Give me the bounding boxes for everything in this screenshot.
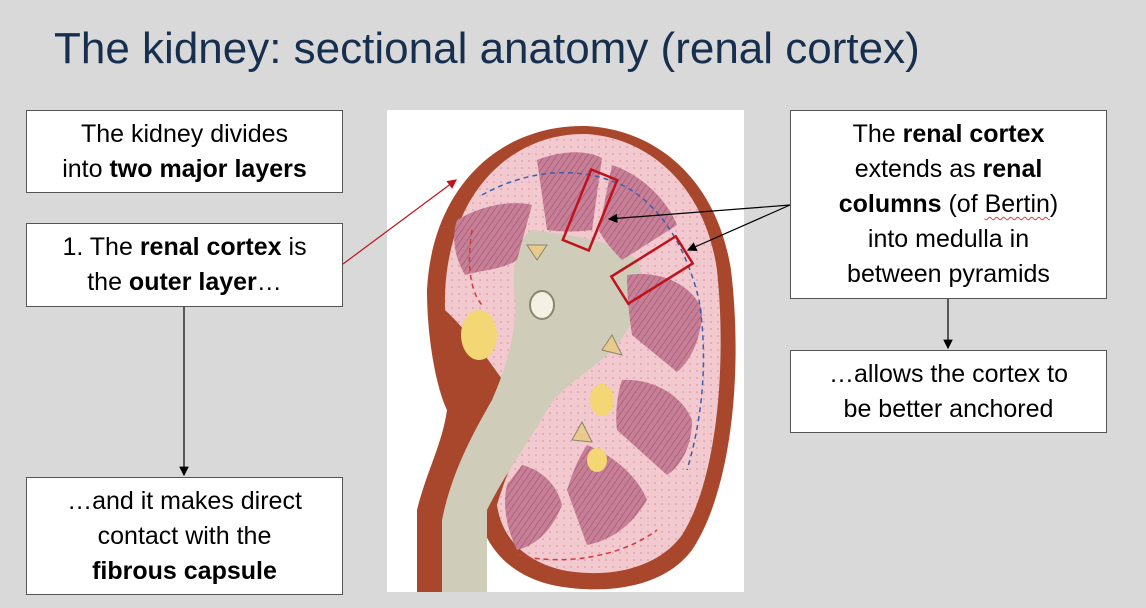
renal-term: renal [982, 155, 1043, 183]
columns-line-3: columns (of Bertin) [791, 187, 1106, 222]
two-layers-line-1: The kidney divides [27, 117, 342, 152]
two-layers-text: into [62, 154, 110, 183]
minor-calyx [601, 334, 623, 356]
renal-pyramid [537, 152, 602, 232]
kidney-illustration-panel [387, 110, 744, 592]
anchored-line-1: …allows the cortex to [829, 359, 1068, 388]
kidney-section-illustration [417, 125, 736, 592]
columns-line-2: extends as renal [791, 152, 1106, 187]
cortex-outer-text: the [87, 268, 129, 296]
renal-sinus-shape [442, 230, 642, 592]
columns-line-4: into medulla in [867, 225, 1030, 253]
renal-cortex-term: renal cortex [902, 120, 1045, 148]
renal-pyramid [505, 465, 562, 550]
two-layers-box: The kidney divides into two major layers [26, 110, 343, 193]
columns-text: ) [1049, 190, 1059, 218]
bertin-word: Bertin [984, 190, 1050, 218]
fibrous-capsule-term: fibrous capsule [92, 556, 277, 585]
columns-text: extends as [854, 155, 983, 183]
sinus-fat [461, 310, 497, 360]
two-layers-emphasis: two major layers [109, 154, 307, 183]
renal-columns-box: The renal cortex extends as renal column… [790, 110, 1107, 299]
columns-text: (of [941, 190, 985, 218]
renal-pyramid [616, 379, 692, 475]
sinus-fat [587, 448, 607, 472]
fibrous-capsule-box: …and it makes direct contact with the fi… [26, 477, 343, 595]
cortex-outer-text: is [281, 233, 307, 261]
renal-cortex-term: renal cortex [139, 233, 282, 261]
capsule-line-2: contact with the [97, 521, 272, 550]
renal-pyramid [567, 445, 647, 545]
cortex-outer-text: … [256, 268, 282, 296]
capsule-line-1: …and it makes direct [67, 486, 302, 515]
two-layers-line-2: into two major layers [27, 152, 342, 187]
cortex-outer-layer-box: 1. The renal cortex is the outer layer… [26, 223, 343, 307]
two-layers-text: The kidney divides [80, 119, 289, 148]
capsule-line-3: fibrous capsule [27, 554, 342, 589]
renal-pelvis-opening [529, 290, 555, 320]
outer-layer-term: outer layer [128, 268, 257, 296]
cortex-outer-line-2: the outer layer… [27, 265, 342, 300]
minor-calyx [571, 420, 593, 443]
better-anchored-box: …allows the cortex to be better anchored [790, 350, 1107, 433]
columns-text: The [852, 120, 903, 148]
renal-pyramid [454, 203, 532, 275]
columns-term: columns [838, 190, 942, 218]
anchored-line-2: be better anchored [843, 394, 1054, 423]
slide-title: The kidney: sectional anatomy (renal cor… [54, 24, 920, 73]
sinus-fat [590, 384, 614, 416]
cortex-outer-line-1: 1. The renal cortex is [27, 230, 342, 265]
cortex-outer-text: 1. The [62, 233, 140, 261]
minor-calyx [526, 244, 548, 261]
arcuate-vessel [516, 529, 658, 561]
columns-line-5: between pyramids [847, 260, 1050, 288]
columns-line-1: The renal cortex [791, 117, 1106, 152]
